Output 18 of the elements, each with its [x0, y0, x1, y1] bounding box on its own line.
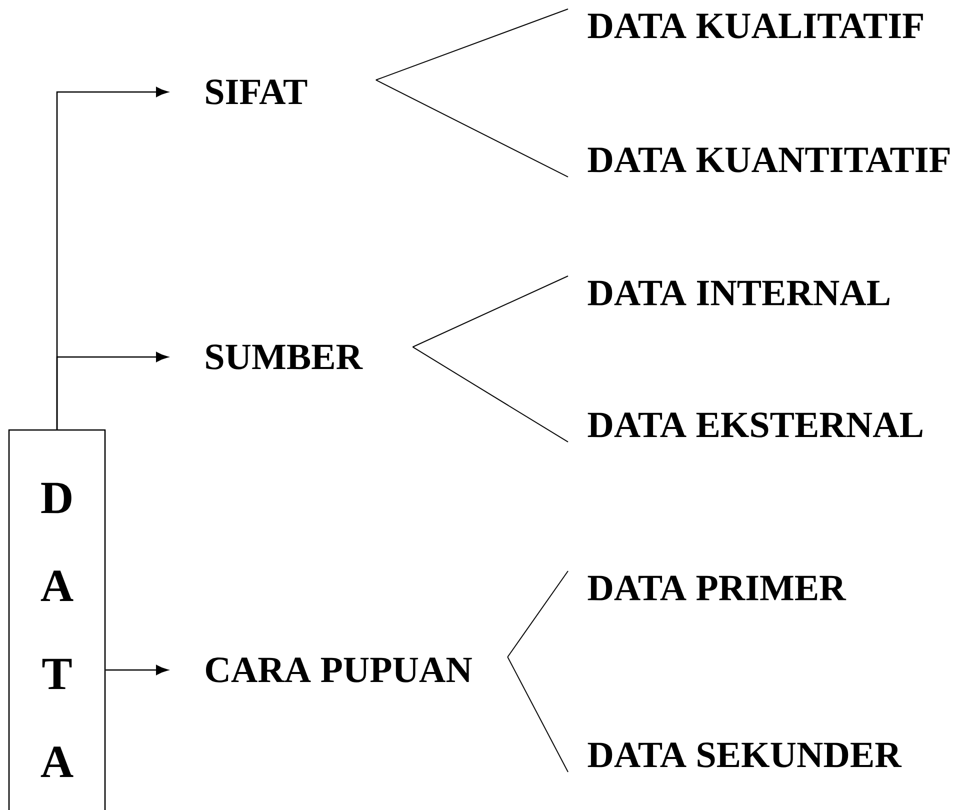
subcategory-label: DATA PRIMER — [588, 576, 846, 600]
category-label: SIFAT — [206, 80, 308, 104]
category-label: CARA PUPUAN — [206, 658, 472, 682]
branch-line — [507, 570, 568, 658]
branch-line — [507, 656, 568, 772]
arrow — [106, 665, 168, 675]
branch-line — [375, 8, 568, 80]
branch-line — [412, 346, 568, 442]
subcategory-label: DATA SEKUNDER — [588, 742, 902, 768]
vertical-title-box: D A T A — [8, 429, 106, 810]
subcategory-label: DATA KUANTITATIF — [588, 148, 950, 172]
branch-line — [375, 79, 568, 178]
subcategory-label: DATA EKSTERNAL — [588, 412, 922, 438]
subcategory-label: DATA KUALITATIF — [588, 14, 923, 38]
arrow — [56, 352, 168, 430]
category-label: SUMBER — [206, 344, 363, 370]
subcategory-label: DATA INTERNAL — [588, 280, 890, 306]
branch-line — [412, 275, 568, 348]
